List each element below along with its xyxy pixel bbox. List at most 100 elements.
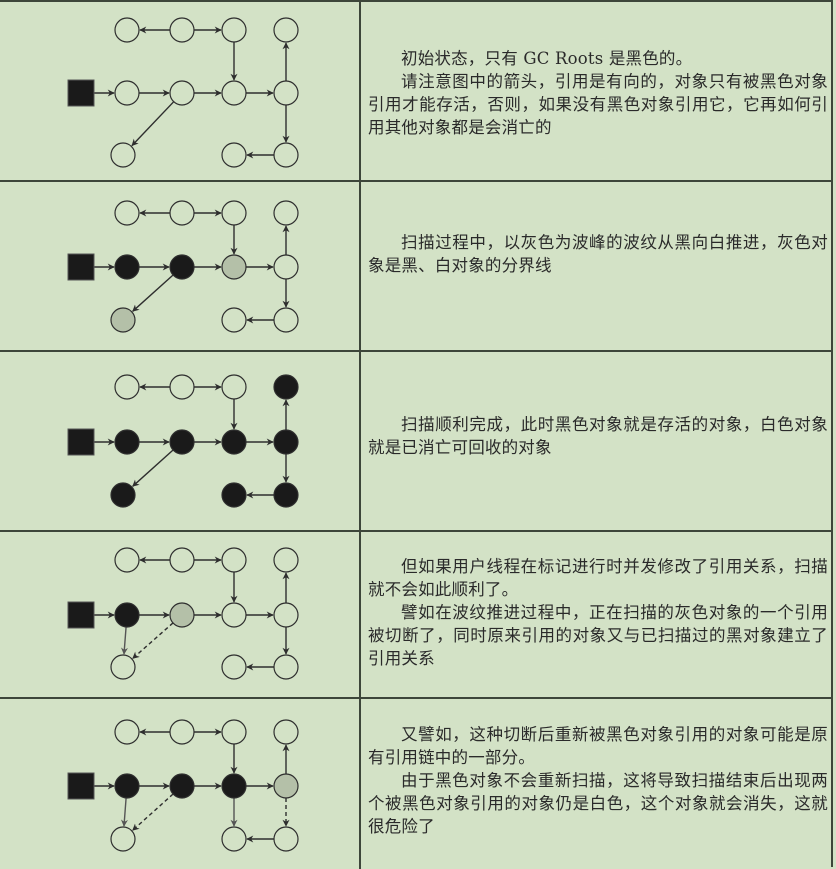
row-divider xyxy=(0,697,833,699)
description-paragraph: 扫描顺利完成，此时黑色对象就是存活的对象，白色对象就是已消亡可回收的对象 xyxy=(368,415,828,457)
description-cell: 扫描过程中，以灰色为波峰的波纹从黑向白推进，灰色对象是黑、白对象的分界线 xyxy=(368,231,828,277)
reference-arrow-m1-to-b1 xyxy=(120,797,128,827)
column-divider xyxy=(359,2,361,869)
object-node-t4-white xyxy=(273,17,299,43)
object-node-t2-white xyxy=(169,719,195,745)
object-node-m3-gray xyxy=(221,254,247,280)
table-row-3: 扫描顺利完成，此时黑色对象就是存活的对象，白色对象就是已消亡可回收的对象 xyxy=(0,351,833,531)
description-paragraph: 譬如在波纹推进过程中，正在扫描的灰色对象的一个引用被切断了，同时原来引用的对象又… xyxy=(368,603,828,668)
object-node-b1-gray xyxy=(110,307,136,333)
object-node-m3-white xyxy=(221,80,247,106)
object-node-b3-white xyxy=(221,654,247,680)
object-node-t3-white xyxy=(221,200,247,226)
description-paragraph: 由于黑色对象不会重新扫描，这将导致扫描结束后出现两个被黑色对象引用的对象仍是白色… xyxy=(368,771,828,836)
reference-arrow-m2-to-b1 xyxy=(132,449,174,487)
object-node-t2-white xyxy=(169,547,195,573)
object-node-m1-black xyxy=(114,429,140,455)
row-divider xyxy=(0,350,833,352)
object-node-b3-white xyxy=(221,142,247,168)
gc-roots-square-icon xyxy=(67,79,95,107)
table-row-5: 又譬如，这种切断后重新被黑色对象引用的对象可能是原有引用链中的一部分。由于黑色对… xyxy=(0,698,833,869)
object-node-t1-white xyxy=(114,200,140,226)
description-cell: 但如果用户线程在标记进行时并发修改了引用关系，扫描就不会如此顺利了。譬如在波纹推… xyxy=(368,555,828,670)
object-node-b3-white xyxy=(221,826,247,852)
reference-arrow-m2-to-b1 xyxy=(132,274,174,312)
gc-roots-square-icon xyxy=(67,772,95,800)
graph-svg xyxy=(67,547,299,680)
object-node-t4-white xyxy=(273,719,299,745)
gc-roots-square-icon xyxy=(67,253,95,281)
object-graph-diagram xyxy=(0,181,359,351)
table-row-2: 扫描过程中，以灰色为波峰的波纹从黑向白推进，灰色对象是黑、白对象的分界线 xyxy=(0,181,833,351)
object-node-m4-white xyxy=(273,254,299,280)
object-node-t3-white xyxy=(221,17,247,43)
object-graph-diagram xyxy=(0,698,359,869)
object-node-b1-white xyxy=(110,142,136,168)
row-divider xyxy=(0,530,833,532)
object-graph-diagram xyxy=(0,2,359,181)
object-node-m3-black xyxy=(221,429,247,455)
object-node-b3-white xyxy=(221,307,247,333)
object-node-b1-black xyxy=(110,482,136,508)
gc-roots-square-icon xyxy=(67,428,95,456)
object-node-m2-black xyxy=(169,254,195,280)
reference-arrow-m1-to-b1 xyxy=(120,626,128,655)
description-cell: 初始状态，只有 GC Roots 是黑色的。请注意图中的箭头，引用是有向的，对象… xyxy=(368,47,828,139)
object-node-t1-white xyxy=(114,547,140,573)
reference-arrow-m2-to-b1 xyxy=(132,793,174,831)
object-node-t3-white xyxy=(221,374,247,400)
object-node-t2-white xyxy=(169,374,195,400)
description-paragraph: 扫描过程中，以灰色为波峰的波纹从黑向白推进，灰色对象是黑、白对象的分界线 xyxy=(368,233,828,275)
object-node-m4-white xyxy=(273,80,299,106)
reference-arrow-m2-to-b1 xyxy=(132,622,174,659)
description-paragraph: 请注意图中的箭头，引用是有向的，对象只有被黑色对象引用才能存活，否则，如果没有黑… xyxy=(368,72,828,137)
object-node-b4-white xyxy=(273,826,299,852)
object-node-m2-gray xyxy=(169,602,195,628)
object-node-b1-white xyxy=(110,654,136,680)
object-node-m2-white xyxy=(169,80,195,106)
object-node-t4-white xyxy=(273,200,299,226)
graph-svg xyxy=(67,374,299,508)
object-graph-diagram xyxy=(0,351,359,531)
object-node-t4-white xyxy=(273,547,299,573)
description-cell: 又譬如，这种切断后重新被黑色对象引用的对象可能是原有引用链中的一部分。由于黑色对… xyxy=(368,723,828,838)
reference-arrow-m2-to-b1 xyxy=(131,101,175,147)
object-node-b4-white xyxy=(273,307,299,333)
object-node-t2-white xyxy=(169,17,195,43)
object-node-b3-black xyxy=(221,482,247,508)
object-node-m4-black xyxy=(273,429,299,455)
object-node-t1-white xyxy=(114,374,140,400)
object-node-m1-white xyxy=(114,80,140,106)
graph-svg xyxy=(67,17,299,168)
object-node-t1-white xyxy=(114,17,140,43)
object-node-b1-white xyxy=(110,826,136,852)
object-node-m4-gray xyxy=(273,773,299,799)
object-node-t4-black xyxy=(273,374,299,400)
object-graph-diagram xyxy=(0,531,359,698)
object-node-m3-black xyxy=(221,773,247,799)
description-paragraph: 但如果用户线程在标记进行时并发修改了引用关系，扫描就不会如此顺利了。 xyxy=(368,557,828,599)
graph-svg xyxy=(67,719,299,852)
object-node-m1-black xyxy=(114,254,140,280)
object-node-m1-black xyxy=(114,602,140,628)
object-node-b4-white xyxy=(273,654,299,680)
table-row-4: 但如果用户线程在标记进行时并发修改了引用关系，扫描就不会如此顺利了。譬如在波纹推… xyxy=(0,531,833,698)
object-node-t3-white xyxy=(221,547,247,573)
object-node-m2-black xyxy=(169,429,195,455)
object-node-m4-white xyxy=(273,602,299,628)
gc-roots-square-icon xyxy=(67,601,95,629)
object-node-t1-white xyxy=(114,719,140,745)
object-node-b4-black xyxy=(273,482,299,508)
description-paragraph: 又譬如，这种切断后重新被黑色对象引用的对象可能是原有引用链中的一部分。 xyxy=(368,725,828,767)
graph-svg xyxy=(67,200,299,333)
object-node-m2-black xyxy=(169,773,195,799)
object-node-m3-white xyxy=(221,602,247,628)
row-divider xyxy=(0,180,833,182)
object-node-t2-white xyxy=(169,200,195,226)
description-cell: 扫描顺利完成，此时黑色对象就是存活的对象，白色对象就是已消亡可回收的对象 xyxy=(368,413,828,459)
description-paragraph: 初始状态，只有 GC Roots 是黑色的。 xyxy=(401,49,693,68)
object-node-t3-white xyxy=(221,719,247,745)
object-node-m1-black xyxy=(114,773,140,799)
object-node-b4-white xyxy=(273,142,299,168)
